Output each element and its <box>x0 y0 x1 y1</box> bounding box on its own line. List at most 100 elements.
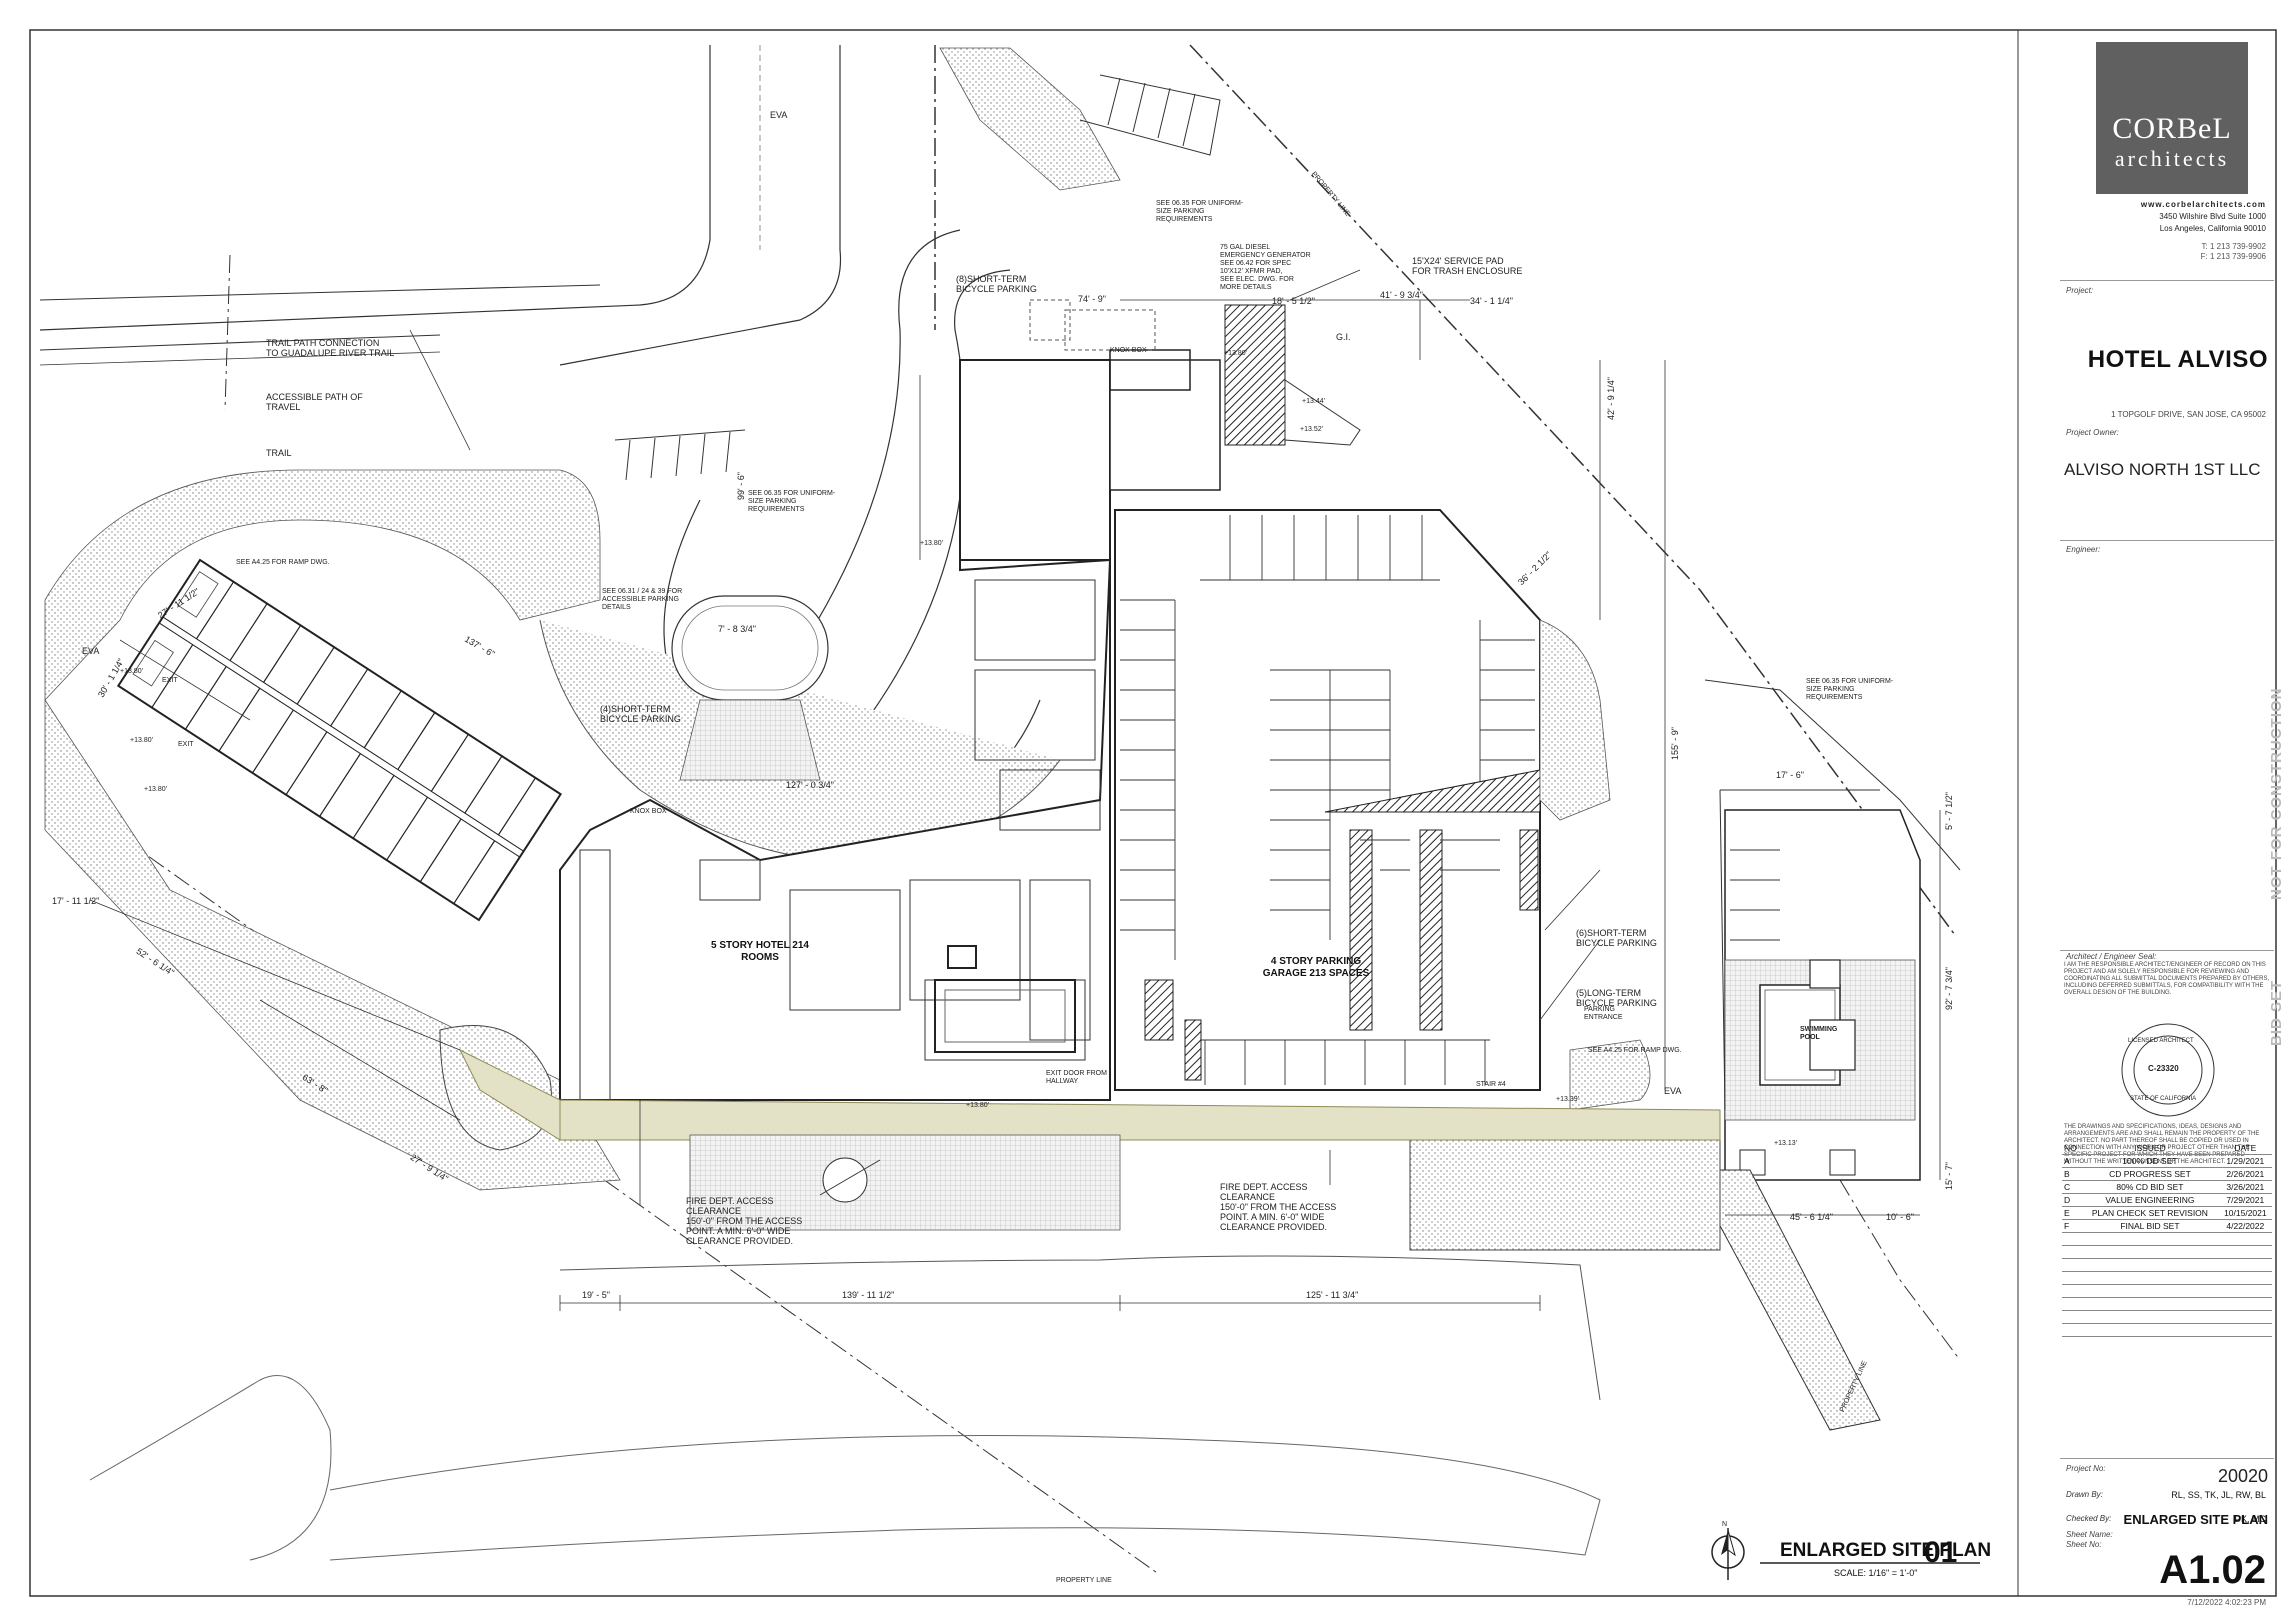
dimension-text: 17' - 6" <box>1776 770 1804 780</box>
dimension-text: 99' - 6" <box>736 472 746 500</box>
revision-row: C 80% CD BID SET 3/26/2021 <box>2062 1180 2272 1194</box>
dimension-text: 125' - 11 3/4" <box>1306 1290 1359 1300</box>
revision-date: 3/26/2021 <box>2218 1180 2272 1194</box>
architect-seal-icon <box>2121 1023 2215 1117</box>
dimension-text: 7' - 8 3/4" <box>718 624 756 634</box>
revision-row: B CD PROGRESS SET 2/26/2021 <box>2062 1167 2272 1181</box>
sheet-no-label: Sheet No: <box>2066 1540 2102 1549</box>
elevation-text: +13.52' <box>1300 426 1323 433</box>
label-uniform-parking-3: SEE 06.35 FOR UNIFORM- SIZE PARKING REQU… <box>1806 678 1894 701</box>
label-uniform-parking-1: SEE 06.35 FOR UNIFORM- SIZE PARKING REQU… <box>1156 200 1244 223</box>
dimension-text: 139' - 11 1/2" <box>842 1290 895 1300</box>
dimension-text: 18' - 5 1/2" <box>1272 296 1315 306</box>
label-exit-door: EXIT DOOR FROM HALLWAY <box>1046 1070 1107 1085</box>
revision-no: E <box>2062 1206 2082 1220</box>
label-accessible-path: ACCESSIBLE PATH OF TRAVEL <box>266 392 363 412</box>
dimension-text: 41' - 9 3/4" <box>1380 290 1423 300</box>
revision-issued: VALUE ENGINEERING <box>2081 1193 2219 1207</box>
drawn-by-label: Drawn By: <box>2066 1490 2103 1499</box>
revision-no: A <box>2062 1154 2082 1168</box>
label-knox-box-1: KNOX BOX <box>1110 347 1147 354</box>
print-timestamp: 7/12/2022 4:02:23 PM <box>2187 1598 2266 1607</box>
elevation-text: +13.80' <box>144 786 167 793</box>
label-trail-connection: TRAIL PATH CONNECTION TO GUADALUPE RIVER… <box>266 338 395 358</box>
label-fire-access-2: FIRE DEPT. ACCESS CLEARANCE 150'-0" FROM… <box>1220 1182 1337 1232</box>
plan-scale: SCALE: 1/16" = 1'-0" <box>1834 1568 1918 1578</box>
project-no-label: Project No: <box>2066 1464 2106 1473</box>
label-short-term-6: (6)SHORT-TERM BICYCLE PARKING <box>1576 928 1657 948</box>
dimension-text: 19' - 5" <box>582 1290 610 1300</box>
label-swimming-pool: SWIMMING POOL <box>1800 1026 1838 1041</box>
label-long-term-5: (5)LONG-TERM BICYCLE PARKING <box>1576 988 1657 1008</box>
revision-row: E PLAN CHECK SET REVISION 10/15/2021 <box>2062 1206 2272 1220</box>
firm-logo: CORBeL architects <box>2096 42 2248 194</box>
title-block-divider <box>2060 280 2274 281</box>
revision-no: D <box>2062 1193 2082 1207</box>
firm-logo-name: CORBeL <box>2112 112 2232 145</box>
label-stair: STAIR #4 <box>1476 1081 1506 1088</box>
label-short-term-4: (4)SHORT-TERM BICYCLE PARKING <box>600 704 681 724</box>
label-ramp-dwg-2: SEE A4.25 FOR RAMP DWG. <box>1588 1047 1682 1054</box>
dimension-text: 10' - 6" <box>1886 1212 1914 1222</box>
label-eva-top: EVA <box>770 110 788 120</box>
revision-issued: CD PROGRESS SET <box>2081 1167 2219 1181</box>
revision-no: C <box>2062 1180 2082 1194</box>
label-exit-2: EXIT <box>178 741 194 748</box>
firm-address-1: 3450 Wilshire Blvd Suite 1000 <box>2159 212 2266 221</box>
seal-number: C-23320 <box>2148 1064 2179 1073</box>
project-name: HOTEL ALVISO <box>2087 346 2268 373</box>
label-accessible-parking: SEE 06.31 / 24 & 39 FOR ACCESSIBLE PARKI… <box>602 588 683 611</box>
label-parking-entrance: PARKING ENTRANCE <box>1584 1006 1623 1021</box>
label-service-pad: 15'X24' SERVICE PAD FOR TRASH ENCLOSURE <box>1412 256 1523 276</box>
elevation-text: +13.80' <box>966 1102 989 1109</box>
seal-bottom-text: STATE OF CALIFORNIA <box>2130 1096 2197 1102</box>
title-block-divider <box>2060 950 2274 951</box>
dimension-text: 45' - 6 1/4" <box>1790 1212 1833 1222</box>
project-owner: ALVISO NORTH 1ST LLC <box>2064 460 2261 479</box>
seal-label: Architect / Engineer Seal: <box>2066 952 2157 961</box>
project-no: 20020 <box>2217 1466 2268 1486</box>
label-property-line-bottom: PROPERTY LINE <box>1056 1577 1112 1584</box>
dimension-text: 127' - 0 3/4" <box>786 780 834 790</box>
elevation-text: +13.80' <box>120 668 143 675</box>
drawn-by-value: RL, SS, TK, JL, RW, BL <box>2171 1490 2266 1500</box>
revision-row: A 100% DD SET 1/29/2021 <box>2062 1154 2272 1168</box>
elevation-text: +13.80' <box>130 737 153 744</box>
revision-row: F FINAL BID SET 4/22/2022 <box>2062 1219 2272 1233</box>
revision-row-empty <box>2062 1310 2272 1324</box>
label-eva-left: EVA <box>82 646 100 656</box>
project-label: Project: <box>2066 286 2094 295</box>
checked-by: Checked By: DK, MC <box>2066 1514 2267 1524</box>
label-garage: 4 STORY PARKING GARAGE 213 SPACES <box>1262 956 1370 979</box>
title-block-divider <box>2060 1458 2274 1459</box>
checked-by-value: DK, MC <box>2234 1514 2267 1524</box>
firm-fax: F: 1 213 739-9906 <box>2200 252 2266 261</box>
revision-date: 10/15/2021 <box>2218 1206 2272 1220</box>
label-generator: 75 GAL DIESEL EMERGENCY GENERATOR SEE 06… <box>1220 244 1311 291</box>
elevation-text: +13.44' <box>1302 398 1325 405</box>
elevation-text: +13.13' <box>1774 1140 1797 1147</box>
label-fire-access-1: FIRE DEPT. ACCESS CLEARANCE 150'-0" FROM… <box>686 1196 803 1246</box>
stamp-not-for-construction: NOT FOR CONSTRUCTION <box>2268 687 2285 901</box>
dimension-text: 74' - 9" <box>1078 294 1106 304</box>
revision-header: ISSUED <box>2081 1142 2219 1155</box>
firm-website: www.corbelarchitects.com <box>2140 200 2266 209</box>
label-uniform-parking-2: SEE 06.35 FOR UNIFORM- SIZE PARKING REQU… <box>748 490 836 513</box>
title-block-divider <box>2060 540 2274 541</box>
label-trail: TRAIL <box>266 448 292 458</box>
dimension-text: 155' - 9" <box>1670 727 1680 760</box>
plan-title: ENLARGED SITE PLAN <box>1780 1540 1992 1561</box>
revision-issued: 80% CD BID SET <box>2081 1180 2219 1194</box>
revision-header: NO <box>2062 1142 2082 1155</box>
project-address: 1 TOPGOLF DRIVE, SAN JOSE, CA 95002 <box>2111 410 2266 419</box>
checked-by-label: Checked By: <box>2066 1514 2112 1523</box>
firm-phone: T: 1 213 739-9902 <box>2201 242 2267 251</box>
dimension-text: 34' - 1 1/4" <box>1470 296 1513 306</box>
label-eva-right: EVA <box>1664 1086 1682 1096</box>
elevation-text: +13.80' <box>1224 350 1247 357</box>
drawn-by: Drawn By: RL, SS, TK, JL, RW, BL <box>2066 1490 2266 1500</box>
dimension-text: 92' - 7 3/4" <box>1944 967 1954 1010</box>
revision-row-empty <box>2062 1297 2272 1311</box>
